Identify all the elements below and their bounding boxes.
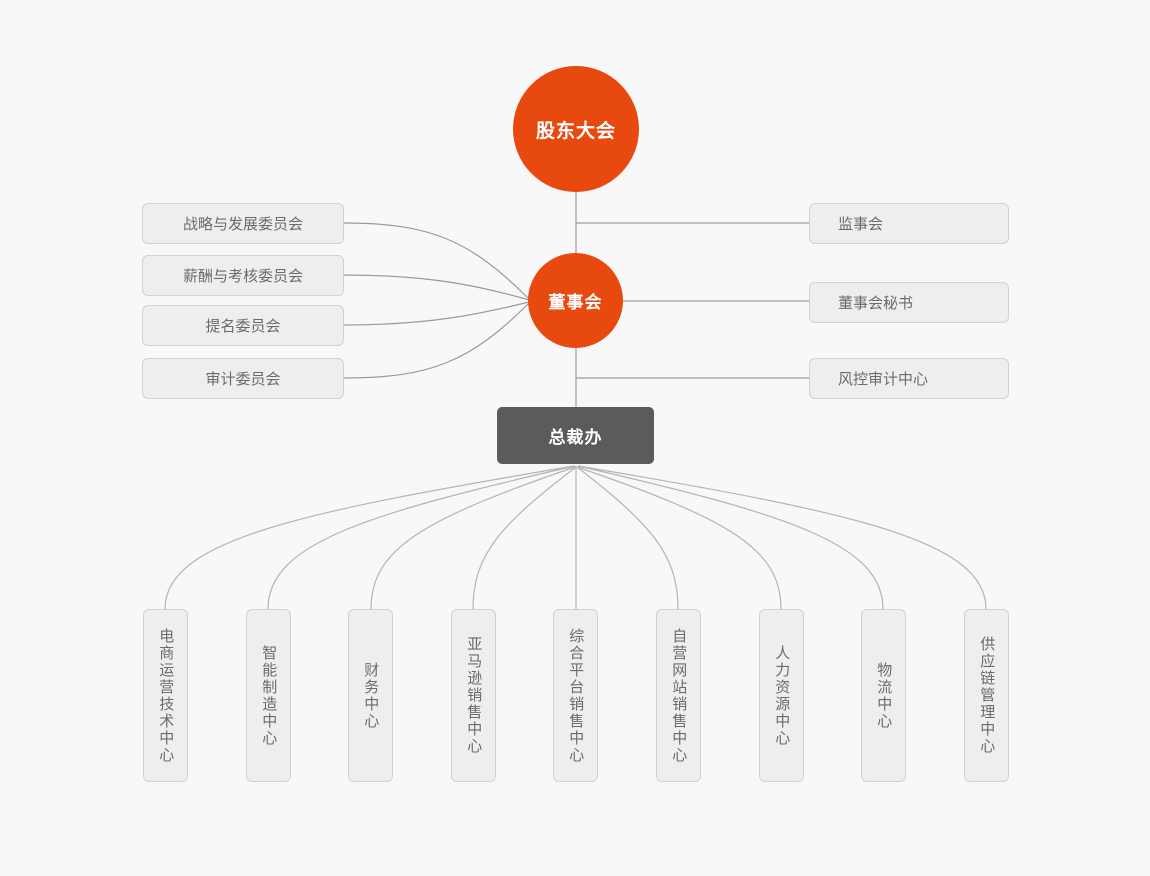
node-label: 人力资源中心 [773, 644, 791, 747]
connector-committee-3 [343, 301, 530, 326]
connector-dept-4 [472, 466, 577, 610]
node-compensation-appraisal-committee[interactable]: 薪酬与考核委员会 [142, 255, 344, 296]
node-human-resources-center[interactable]: 人力资源中心 [759, 609, 804, 782]
connector-committee-4 [343, 302, 530, 379]
node-label: 审计委员会 [205, 371, 281, 388]
node-finance-center[interactable]: 财务中心 [348, 609, 393, 782]
node-risk-audit-center[interactable]: 风控审计中心 [809, 358, 1009, 399]
node-label: 综合平台销售中心 [567, 627, 585, 764]
node-label: 总裁办 [548, 428, 603, 447]
node-label: 董事会秘书 [838, 295, 914, 312]
node-strategy-development-committee[interactable]: 战略与发展委员会 [142, 203, 344, 244]
node-label: 供应链管理中心 [978, 636, 996, 755]
node-shareholders-meeting[interactable]: 股东大会 [513, 66, 639, 192]
node-label: 电商运营技术中心 [157, 627, 175, 764]
connector-dept-9 [577, 465, 987, 610]
node-label: 智能制造中心 [260, 644, 278, 747]
node-supply-chain-management-center[interactable]: 供应链管理中心 [964, 609, 1009, 782]
node-self-operated-website-sales-center[interactable]: 自营网站销售中心 [656, 609, 701, 782]
node-ecommerce-operations-tech-center[interactable]: 电商运营技术中心 [143, 609, 188, 782]
node-label: 物流中心 [875, 661, 893, 730]
node-smart-manufacturing-center[interactable]: 智能制造中心 [246, 609, 291, 782]
node-label: 财务中心 [362, 661, 380, 730]
node-label: 股东大会 [535, 120, 616, 142]
node-president-office[interactable]: 总裁办 [497, 407, 654, 464]
node-label: 监事会 [838, 216, 884, 233]
node-audit-committee[interactable]: 审计委员会 [142, 358, 344, 399]
connector-committee-2 [343, 274, 530, 301]
node-supervisory-board[interactable]: 监事会 [809, 203, 1009, 244]
connector-dept-3 [370, 466, 576, 610]
connector-committee-1 [343, 222, 530, 300]
node-amazon-sales-center[interactable]: 亚马逊销售中心 [451, 609, 496, 782]
node-logistics-center[interactable]: 物流中心 [861, 609, 906, 782]
connector-dept-8 [577, 465, 884, 610]
node-label: 亚马逊销售中心 [465, 636, 483, 755]
connector-dept-2 [267, 465, 576, 610]
node-label: 战略与发展委员会 [182, 216, 303, 233]
node-label: 提名委员会 [205, 318, 281, 335]
node-label: 董事会 [548, 293, 603, 312]
node-nomination-committee[interactable]: 提名委员会 [142, 305, 344, 346]
connector-dept-7 [576, 466, 782, 610]
node-label: 薪酬与考核委员会 [182, 268, 303, 285]
node-board-of-directors[interactable]: 董事会 [528, 253, 623, 348]
connector-dept-1 [164, 465, 575, 610]
node-label: 风控审计中心 [838, 371, 929, 388]
node-integrated-platform-sales-center[interactable]: 综合平台销售中心 [553, 609, 598, 782]
node-label: 自营网站销售中心 [670, 627, 688, 764]
connector-dept-6 [576, 466, 679, 610]
node-board-secretary[interactable]: 董事会秘书 [809, 282, 1009, 323]
